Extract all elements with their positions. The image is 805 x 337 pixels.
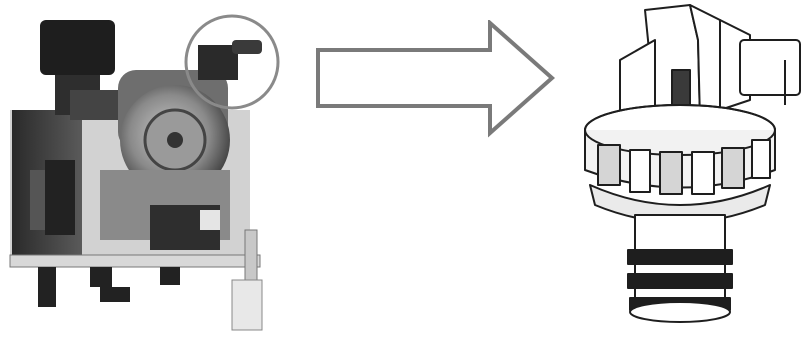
hydraulic-group-illustration — [0, 0, 290, 337]
pressure-sensor-image — [560, 0, 805, 337]
hydraulic-group-image — [0, 0, 290, 337]
arrow-shape — [300, 20, 570, 180]
pressure-sensor-illustration — [560, 0, 805, 337]
right-arrow-icon — [300, 20, 570, 180]
